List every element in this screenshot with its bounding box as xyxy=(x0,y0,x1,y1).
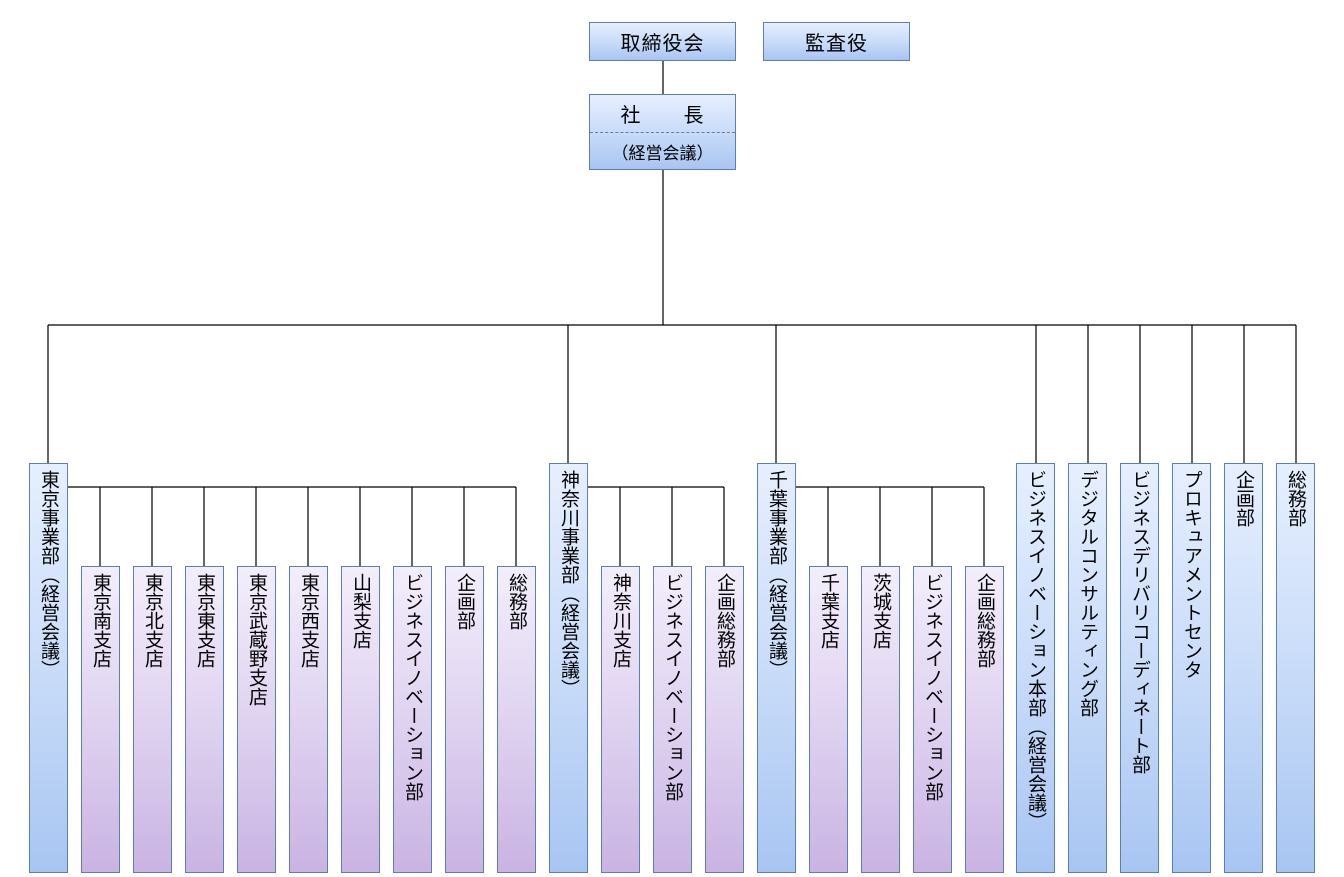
president-sub-label: （経営会議） xyxy=(611,143,714,164)
tokyo-unit-label: 東京東支店 xyxy=(194,573,216,668)
kanagawa-unit-label: 神奈川支店 xyxy=(610,573,632,668)
tokyo-unit-label: 総務部 xyxy=(506,573,528,630)
kanagawa-unit-box: ビジネスイノベーション部 xyxy=(653,566,692,873)
kanagawa-division-box: 神奈川事業部（経営会議） xyxy=(549,463,588,873)
tokyo-unit-box: 東京東支店 xyxy=(185,566,224,873)
kanagawa-unit-label: 企画総務部 xyxy=(714,573,736,668)
tokyo-unit-label: 東京西支店 xyxy=(298,573,320,668)
hq-dept-box: ビジネスデリバリコーディネート部 xyxy=(1120,463,1159,873)
hq-dept-label: 企画部 xyxy=(1233,470,1255,527)
chiba-division-label: 千葉事業部（経営会議） xyxy=(766,470,788,679)
kanagawa-unit-label: ビジネスイノベーション部 xyxy=(662,573,684,801)
tokyo-unit-box: 東京武蔵野支店 xyxy=(237,566,276,873)
board-label: 取締役会 xyxy=(620,31,705,55)
president-label: 社 長 xyxy=(590,95,735,133)
hq-dept-box: プロキュアメントセンタ xyxy=(1172,463,1211,873)
tokyo-unit-label: ビジネスイノベーション部 xyxy=(402,573,424,801)
tokyo-unit-box: 東京北支店 xyxy=(133,566,172,873)
chiba-unit-label: 茨城支店 xyxy=(870,573,892,649)
tokyo-unit-label: 東京北支店 xyxy=(142,573,164,668)
tokyo-unit-label: 東京武蔵野支店 xyxy=(246,573,268,706)
hq-dept-label: 総務部 xyxy=(1285,470,1307,527)
kanagawa-unit-box: 企画総務部 xyxy=(705,566,744,873)
hq-dept-box: 総務部 xyxy=(1276,463,1315,873)
hq-dept-box: 企画部 xyxy=(1224,463,1263,873)
hq-dept-box: ビジネスイノベーション本部（経営会議） xyxy=(1016,463,1055,873)
kanagawa-division-label: 神奈川事業部（経営会議） xyxy=(558,470,580,698)
chiba-unit-label: 千葉支店 xyxy=(818,573,840,649)
tokyo-unit-box: 総務部 xyxy=(497,566,536,873)
tokyo-unit-box: 東京西支店 xyxy=(289,566,328,873)
chiba-unit-box: ビジネスイノベーション部 xyxy=(913,566,952,873)
chiba-unit-box: 千葉支店 xyxy=(809,566,848,873)
auditor-box: 監査役 xyxy=(763,22,910,61)
tokyo-unit-box: ビジネスイノベーション部 xyxy=(393,566,432,873)
chiba-unit-box: 茨城支店 xyxy=(861,566,900,873)
tokyo-unit-label: 企画部 xyxy=(454,573,476,630)
kanagawa-unit-box: 神奈川支店 xyxy=(601,566,640,873)
hq-dept-label: プロキュアメントセンタ xyxy=(1181,470,1203,679)
chiba-division-box: 千葉事業部（経営会議） xyxy=(757,463,796,873)
tokyo-unit-label: 東京南支店 xyxy=(90,573,112,668)
chiba-unit-label: ビジネスイノベーション部 xyxy=(922,573,944,801)
chiba-unit-label: 企画総務部 xyxy=(974,573,996,668)
president-box: 社 長 （経営会議） xyxy=(589,94,736,170)
tokyo-unit-label: 山梨支店 xyxy=(350,573,372,649)
tokyo-division-box: 東京事業部（経営会議） xyxy=(29,463,68,873)
hq-dept-box: デジタルコンサルティング部 xyxy=(1068,463,1107,873)
tokyo-unit-box: 企画部 xyxy=(445,566,484,873)
tokyo-unit-box: 東京南支店 xyxy=(81,566,120,873)
tokyo-unit-box: 山梨支店 xyxy=(341,566,380,873)
chiba-unit-box: 企画総務部 xyxy=(965,566,1004,873)
tokyo-division-label: 東京事業部（経営会議） xyxy=(38,470,60,679)
auditor-label: 監査役 xyxy=(805,31,868,55)
board-box: 取締役会 xyxy=(589,22,736,61)
hq-dept-label: デジタルコンサルティング部 xyxy=(1077,470,1099,717)
hq-dept-label: ビジネスイノベーション本部（経営会議） xyxy=(1025,470,1047,831)
hq-dept-label: ビジネスデリバリコーディネート部 xyxy=(1129,470,1151,774)
